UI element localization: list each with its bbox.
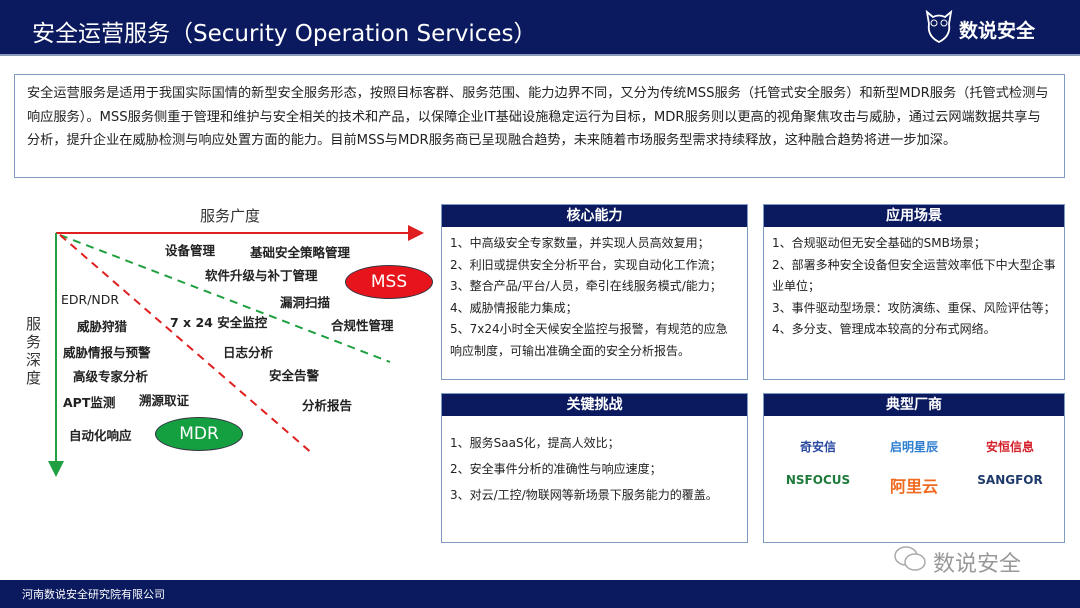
diagram-label: APT监测 bbox=[63, 395, 116, 410]
list-item: 4、威胁情报能力集成； bbox=[450, 300, 578, 315]
vendor-logo: 安恒信息 bbox=[985, 440, 1034, 454]
list-item: 2、利旧或提供安全分析平台，实现自动化工作流； bbox=[450, 257, 722, 272]
list-item: 2、部署多种安全设备但安全运营效率低下中大型企事业单位； bbox=[772, 257, 1056, 294]
diagram-label: 日志分析 bbox=[223, 345, 274, 360]
diagram-label: 分析报告 bbox=[302, 398, 353, 413]
list-item: 4、多分支、管理成本较高的分布式网络。 bbox=[772, 322, 996, 336]
x-axis-label: 服务广度 bbox=[200, 207, 261, 225]
diagram-label: 溯源取证 bbox=[139, 393, 190, 408]
diagram-label: 7 x 24 安全监控 bbox=[170, 315, 268, 330]
owl-icon bbox=[925, 9, 953, 49]
footer: 河南数说安全研究院有限公司 bbox=[0, 580, 1080, 608]
header: 安全运营服务（Security Operation Services） 数说安全 bbox=[0, 0, 1080, 56]
diagram-label: 威胁狩猎 bbox=[77, 319, 128, 334]
diagram-label: 安全告警 bbox=[269, 368, 320, 383]
vendor-logo: SANGFOR bbox=[977, 473, 1043, 487]
brand-name: 数说安全 bbox=[959, 20, 1036, 42]
list-item: 2、安全事件分析的准确性与响应速度； bbox=[450, 462, 662, 476]
diagram-label: 威胁情报与预警 bbox=[63, 345, 151, 360]
list-item: 3、事件驱动型场景：攻防演练、重保、风险评估等； bbox=[772, 300, 1056, 315]
list-item: 1、服务SaaS化，提高人效比； bbox=[450, 436, 620, 450]
diagram-label: 基础安全策略管理 bbox=[250, 245, 351, 260]
panel-title: 典型厂商 bbox=[764, 394, 1064, 416]
mss-oval: MSS bbox=[345, 265, 433, 299]
page-title: 安全运营服务（Security Operation Services） bbox=[32, 21, 537, 47]
list-item: 5、7x24小时全天候安全监控与报警，有规范的应急响应制度，可输出准确全面的安全… bbox=[450, 322, 728, 358]
brand-logo: 数说安全 bbox=[925, 9, 1036, 49]
panel-title: 应用场景 bbox=[764, 205, 1064, 227]
mdr-oval: MDR bbox=[155, 417, 243, 451]
list-item: 1、合规驱动但无安全基础的SMB场景； bbox=[772, 236, 986, 250]
vendor-logo: 阿里云 bbox=[889, 477, 938, 496]
diagram-label: 自动化响应 bbox=[69, 428, 132, 443]
diagram-label: 高级专家分析 bbox=[73, 369, 149, 384]
vendors-panel: 典型厂商 奇安信 启明星辰 安恒信息 NSFOCUS 阿里云 SANGFOR bbox=[763, 393, 1065, 543]
wechat-icon bbox=[893, 545, 927, 579]
diagram-label: 设备管理 bbox=[165, 243, 216, 258]
watermark: 数说安全 bbox=[893, 545, 1021, 579]
vendor-logo: 启明星辰 bbox=[889, 440, 938, 454]
vendor-logo: NSFOCUS bbox=[785, 473, 851, 487]
challenges-panel: 关键挑战 1、服务SaaS化，提高人效比； 2、安全事件分析的准确性与响应速度；… bbox=[441, 393, 748, 543]
scenarios-panel: 应用场景 1、合规驱动但无安全基础的SMB场景； 2、部署多种安全设备但安全运营… bbox=[763, 204, 1065, 380]
diagram-axes bbox=[48, 225, 424, 477]
list-item: 3、对云/工控/物联网等新场景下服务能力的覆盖。 bbox=[450, 488, 718, 502]
diagram-label: EDR/NDR bbox=[61, 292, 120, 307]
list-item: 1、中高级安全专家数量，并实现人员高效复用； bbox=[450, 236, 710, 250]
list-item: 3、整合产品/平台/人员，牵引在线服务模式/能力； bbox=[450, 279, 722, 293]
panel-title: 核心能力 bbox=[442, 205, 747, 227]
diagram-label: 漏洞扫描 bbox=[280, 295, 331, 310]
intro-text: 安全运营服务是适用于我国实际国情的新型安全服务形态，按照目标客群、服务范围、能力… bbox=[14, 74, 1065, 178]
service-diagram: 服务广度 服务深度 MSS MDR 设备管理 基础安全策略管理 软件升级与补丁管… bbox=[0, 195, 433, 485]
watermark-text: 数说安全 bbox=[933, 552, 1022, 577]
diagram-label: 软件升级与补丁管理 bbox=[205, 268, 318, 283]
core-capabilities-panel: 核心能力 1、中高级安全专家数量，并实现人员高效复用； 2、利旧或提供安全分析平… bbox=[441, 204, 748, 380]
diagram-label: 合规性管理 bbox=[331, 318, 394, 333]
panel-title: 关键挑战 bbox=[442, 394, 747, 416]
y-axis-label: 服务深度 bbox=[26, 315, 42, 387]
vendor-logo: 奇安信 bbox=[799, 440, 836, 454]
